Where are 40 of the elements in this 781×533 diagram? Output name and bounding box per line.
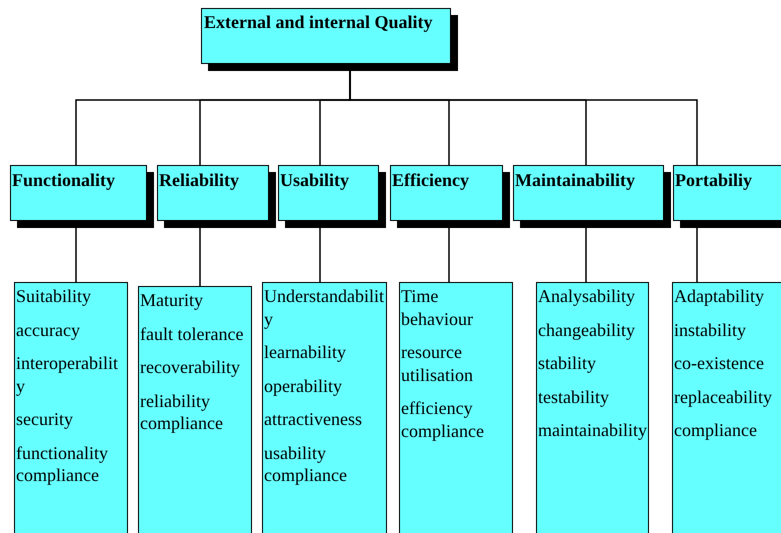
attribute-label: stability [538, 352, 597, 374]
attribute-list-box [262, 282, 387, 533]
attribute-list-box [138, 286, 252, 533]
category-label: Portabiliy [674, 169, 753, 192]
attribute-label: changeability [538, 318, 636, 341]
attribute-label: reliability compliance [140, 390, 224, 434]
attribute-list-box [14, 282, 128, 533]
attribute-label: interoperability [16, 352, 119, 397]
attribute-label: Suitability [16, 285, 92, 308]
attribute-list-box [672, 282, 781, 533]
attribute-label: recoverability [140, 356, 241, 378]
attribute-label: fault tolerance [140, 322, 244, 345]
attribute-label: operability [264, 374, 343, 397]
attribute-list-box [399, 282, 513, 533]
attribute-label: learnability [264, 341, 347, 364]
attribute-list-box [536, 282, 649, 533]
attribute-label: testability [538, 386, 610, 408]
category-label: Usability [279, 169, 350, 192]
attribute-label: efficiency compliance [401, 397, 485, 442]
attribute-label: Time behaviour [401, 285, 474, 330]
attribute-label: compliance [674, 419, 758, 442]
attribute-label: resource utilisation [401, 341, 474, 386]
attribute-label: usability compliance [264, 442, 348, 486]
category-label: Maintainability [514, 169, 636, 192]
attribute-label: Understandability [264, 285, 385, 330]
attribute-label: Adaptability [674, 285, 765, 308]
attribute-label: security [16, 408, 74, 430]
attribute-label: accuracy [16, 318, 81, 341]
category-label: Functionality [11, 169, 116, 192]
category-label: Efficiency [391, 169, 470, 192]
attribute-label: instability [674, 318, 747, 341]
attribute-label: Analysability [538, 285, 636, 308]
category-label: Reliability [158, 169, 240, 192]
attribute-label: Maturity [140, 289, 204, 312]
title-label: External and internal Quality [203, 11, 434, 34]
attribute-label: replaceability [674, 386, 773, 408]
attribute-label: functionality compliance [16, 442, 109, 486]
attribute-label: co-existence [674, 352, 765, 374]
attribute-label: attractiveness [264, 408, 363, 430]
attribute-label: maintainability [538, 419, 647, 442]
